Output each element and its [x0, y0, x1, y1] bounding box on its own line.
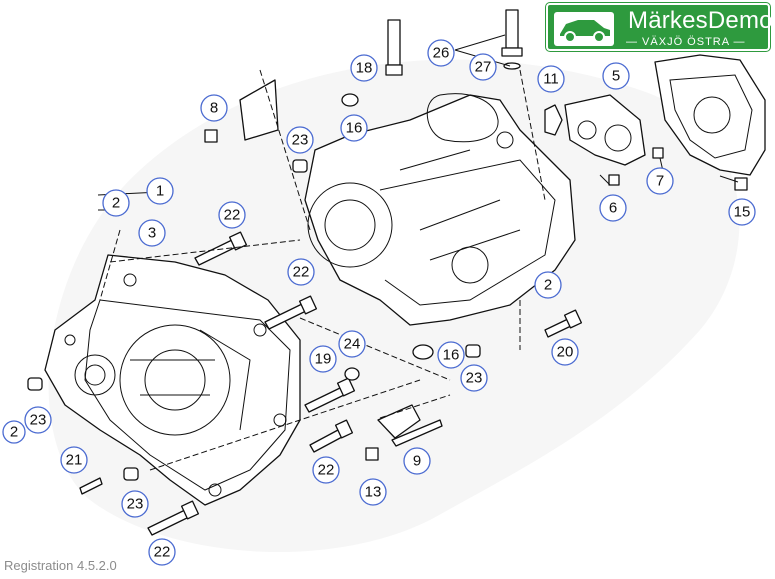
- callout-partial-left: 2: [2, 420, 26, 444]
- callout-20[interactable]: 20: [551, 338, 579, 366]
- callout-22-d[interactable]: 22: [148, 538, 176, 566]
- svg-text:27: 27: [475, 59, 492, 76]
- svg-text:15: 15: [734, 204, 751, 221]
- svg-text:1: 1: [156, 183, 164, 200]
- callout-1[interactable]: 3: [138, 219, 166, 247]
- callout-18[interactable]: 18: [350, 54, 378, 82]
- svg-text:23: 23: [466, 370, 483, 387]
- callout-15[interactable]: 15: [728, 198, 756, 226]
- assembly-lines: [99, 69, 546, 471]
- callout-2[interactable]: 2: [534, 271, 562, 299]
- stud-part: [385, 19, 403, 76]
- svg-text:13: 13: [365, 484, 382, 501]
- callout-16-top[interactable]: 16: [340, 114, 368, 142]
- callout-23-bottom[interactable]: 23: [121, 490, 149, 518]
- brand-logo[interactable]: MärkesDemo — VÄXJÖ ÖSTRA —: [545, 2, 773, 52]
- svg-text:26: 26: [433, 45, 450, 62]
- callout-27[interactable]: 27: [469, 53, 497, 81]
- rear-cover: [654, 54, 766, 176]
- callout-4[interactable]: 2: [102, 189, 130, 217]
- svg-text:2: 2: [112, 195, 120, 212]
- callout-5[interactable]: 5: [602, 62, 630, 90]
- svg-text:9: 9: [413, 453, 421, 470]
- callout-6[interactable]: 6: [599, 194, 627, 222]
- callout-26[interactable]: 26: [427, 39, 455, 67]
- callout-24[interactable]: 24: [338, 330, 366, 358]
- svg-text:16: 16: [443, 347, 460, 364]
- svg-text:22: 22: [318, 462, 335, 479]
- car-icon: [554, 12, 614, 46]
- callout-21[interactable]: 21: [60, 446, 88, 474]
- svg-text:22: 22: [293, 264, 310, 281]
- callout-7[interactable]: 7: [646, 167, 674, 195]
- svg-text:7: 7: [656, 173, 664, 190]
- callout-16-mid[interactable]: 16: [437, 341, 465, 369]
- callout-19[interactable]: 19: [309, 345, 337, 373]
- brand-location: — VÄXJÖ ÖSTRA —: [626, 36, 746, 48]
- svg-text:20: 20: [557, 344, 574, 361]
- svg-text:8: 8: [210, 100, 218, 117]
- svg-text:16: 16: [346, 120, 363, 137]
- registration-version: Registration 4.5.2.0: [4, 558, 117, 573]
- gasket-plate: [564, 94, 646, 166]
- svg-text:23: 23: [127, 496, 144, 513]
- svg-text:2: 2: [10, 424, 18, 441]
- selector-fork: [377, 404, 443, 447]
- svg-text:3: 3: [148, 225, 156, 242]
- svg-text:24: 24: [344, 336, 361, 353]
- callout-11[interactable]: 11: [537, 65, 565, 93]
- dowel-set: [27, 93, 481, 481]
- callout-3[interactable]: 1: [146, 177, 174, 205]
- svg-text:22: 22: [154, 544, 171, 561]
- svg-text:18: 18: [356, 60, 373, 77]
- seal-ring: [544, 104, 563, 136]
- brand-name: MärkesDemo: [628, 7, 773, 34]
- callout-22-a[interactable]: 22: [218, 201, 246, 229]
- svg-text:22: 22: [224, 207, 241, 224]
- callout-22-c[interactable]: 22: [312, 456, 340, 484]
- svg-text:6: 6: [609, 200, 617, 217]
- bell-housing: [44, 254, 301, 506]
- callout-8[interactable]: 8: [200, 94, 228, 122]
- svg-text:2: 2: [544, 277, 552, 294]
- callout-23-left[interactable]: 23: [24, 406, 52, 434]
- svg-text:23: 23: [292, 132, 309, 149]
- callout-22-b[interactable]: 22: [287, 258, 315, 286]
- bracket-part: [239, 79, 279, 141]
- callout-23-mid[interactable]: 23: [460, 364, 488, 392]
- bolt-set: [79, 129, 748, 536]
- svg-text:19: 19: [315, 351, 332, 368]
- svg-text:23: 23: [30, 412, 47, 429]
- svg-text:21: 21: [66, 452, 83, 469]
- svg-text:5: 5: [612, 68, 620, 85]
- svg-text:11: 11: [543, 71, 559, 88]
- callout-23-top[interactable]: 23: [286, 126, 314, 154]
- car-icon-graphic: [560, 20, 610, 43]
- callout-9[interactable]: 9: [403, 447, 431, 475]
- callout-13[interactable]: 13: [359, 478, 387, 506]
- sensor-part: [501, 9, 523, 70]
